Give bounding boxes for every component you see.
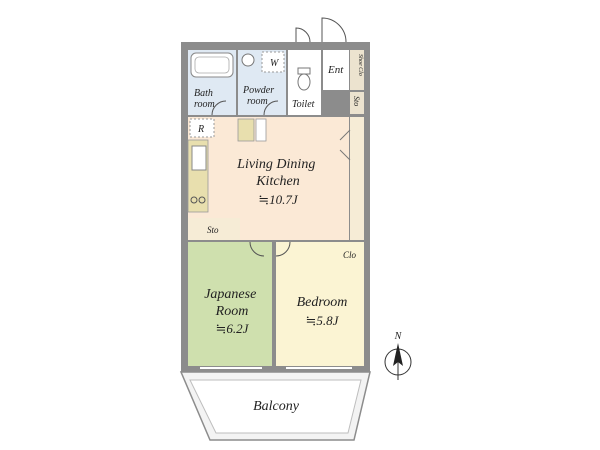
japanese-floor [188,242,272,366]
storage-entry-label: Sto [352,96,361,106]
bedroom-floor [276,242,364,366]
compass-icon [384,343,412,380]
ldk-label: Living Dining Kitchen [236,157,319,189]
japanese-label: Japanese Room [204,287,260,319]
powder-label: Powder room [242,85,277,107]
washer-box [261,51,285,73]
washer-label: W [270,58,280,69]
storage-hall [188,218,240,240]
bath-label: Bath room [194,88,215,110]
japanese-area: ≒6.2J [216,321,250,336]
bedroom-area: ≒5.8J [306,313,340,328]
entrance-floor [323,50,349,90]
bedroom-label: Bedroom [297,295,348,310]
entrance-label: Ent [327,64,344,76]
toilet-label: Toilet [292,99,315,110]
fridge-label: R [197,124,204,135]
closet-label: Clo [343,250,357,260]
shoe-closet-label: Shoe Clo [357,54,363,76]
toilet-icon [297,73,311,91]
toilet-door [295,27,311,43]
balcony [179,371,371,441]
storage-entry [350,92,364,114]
bathtub [190,52,234,78]
sink-icon [241,53,255,67]
balcony-label: Balcony [253,399,300,414]
shoe-closet [350,50,364,90]
ldk-area: ≒10.7J [258,192,299,207]
stove-icon [190,196,198,204]
compass-label: N [394,331,403,342]
hall-closet [350,117,364,240]
fridge-box [189,118,215,138]
entrance-door [321,17,347,43]
storage-hall-label: Sto [207,225,219,235]
